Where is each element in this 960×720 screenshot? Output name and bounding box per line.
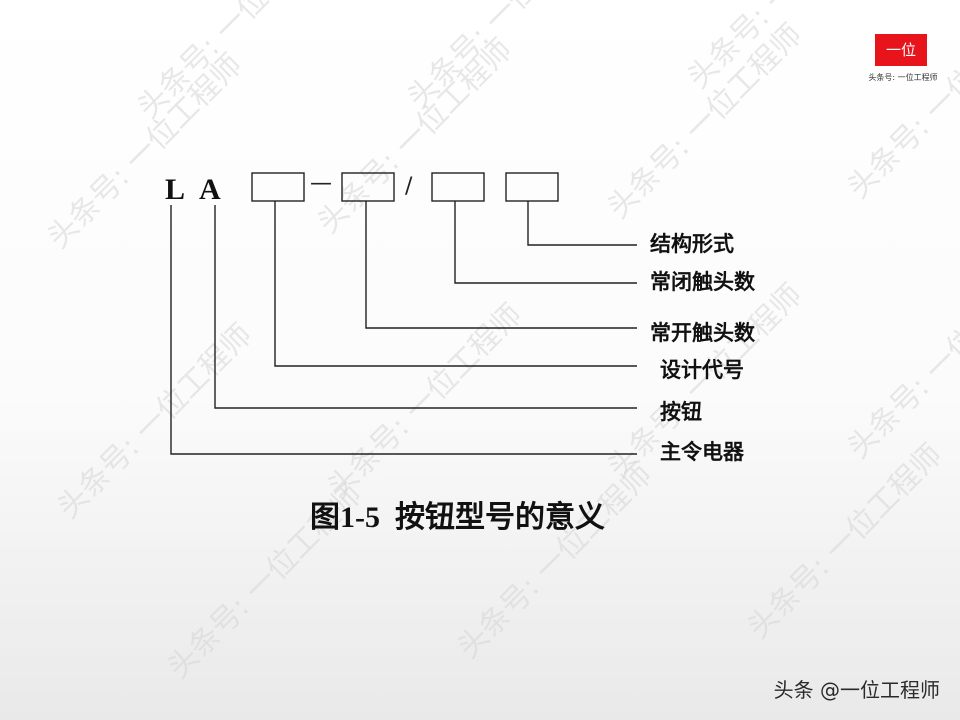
separator-slash: / (405, 174, 413, 199)
field-box-nc-contacts (431, 172, 485, 202)
watermark-text: 头条号: 一位工程师 (841, 257, 960, 465)
label-no-contacts: 常开触头数 (650, 321, 756, 345)
logo-badge: 一位 (875, 34, 927, 66)
label-structure: 结构形式 (650, 232, 734, 256)
field-box-no-contacts (341, 172, 395, 202)
label-design-code: 设计代号 (660, 358, 744, 382)
field-box-structure (505, 172, 559, 202)
leader-line-structure (527, 201, 637, 246)
author-credit: 头条 @一位工程师 (773, 678, 940, 702)
leader-line-nc-contacts (454, 201, 637, 284)
field-box-design-code (251, 172, 305, 202)
brand-logo: 一位 头条号: 一位工程师 (857, 34, 949, 92)
label-button: 按钮 (660, 400, 702, 424)
leader-line-master-switch (170, 205, 637, 455)
code-letter-a: A (199, 173, 221, 206)
label-nc-contacts: 常闭触头数 (650, 270, 756, 294)
leader-line-no-contacts (365, 201, 637, 329)
watermark-text: 头条号: 一位工程师 (741, 437, 949, 645)
leader-line-design-code (274, 201, 637, 367)
watermark-text: 头条号: 一位工程师 (311, 32, 519, 240)
watermark-text: 头条号: 一位工程师 (841, 0, 960, 206)
leader-line-button (214, 205, 637, 409)
label-master-switch: 主令电器 (660, 440, 745, 464)
figure-caption: 图1-5 按钮型号的意义 (310, 500, 605, 534)
watermark-text: 头条号: 一位工程师 (51, 317, 259, 525)
watermark-text: 头条号: 一位工程师 (451, 457, 659, 665)
watermark-layer: 头条号: 一位工程师头条号: 一位工程师头条号: 一位工程师头条号: 一位工程师… (41, 0, 960, 686)
logo-tagline: 头条号: 一位工程师 (868, 73, 938, 82)
code-letter-l: L (165, 173, 185, 206)
watermark-text: 头条号: 一位工程师 (41, 47, 249, 255)
separator-dash: — (310, 171, 332, 196)
